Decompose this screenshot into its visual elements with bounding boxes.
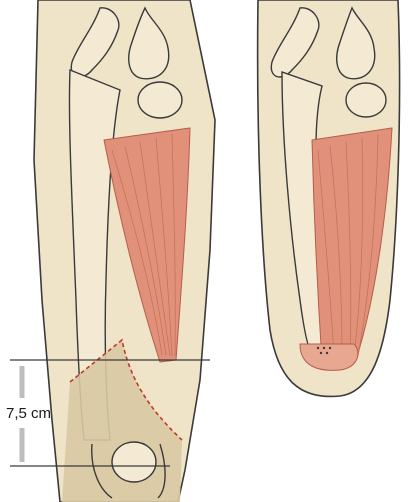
right-femoral-head — [346, 83, 386, 117]
left-knee-condyle — [112, 442, 156, 482]
right-stump-panel — [258, 0, 400, 396]
left-femoral-head — [138, 82, 182, 118]
left-thigh-panel: 7,5 cm — [6, 0, 215, 502]
measurement-label: 7,5 cm — [6, 405, 51, 422]
